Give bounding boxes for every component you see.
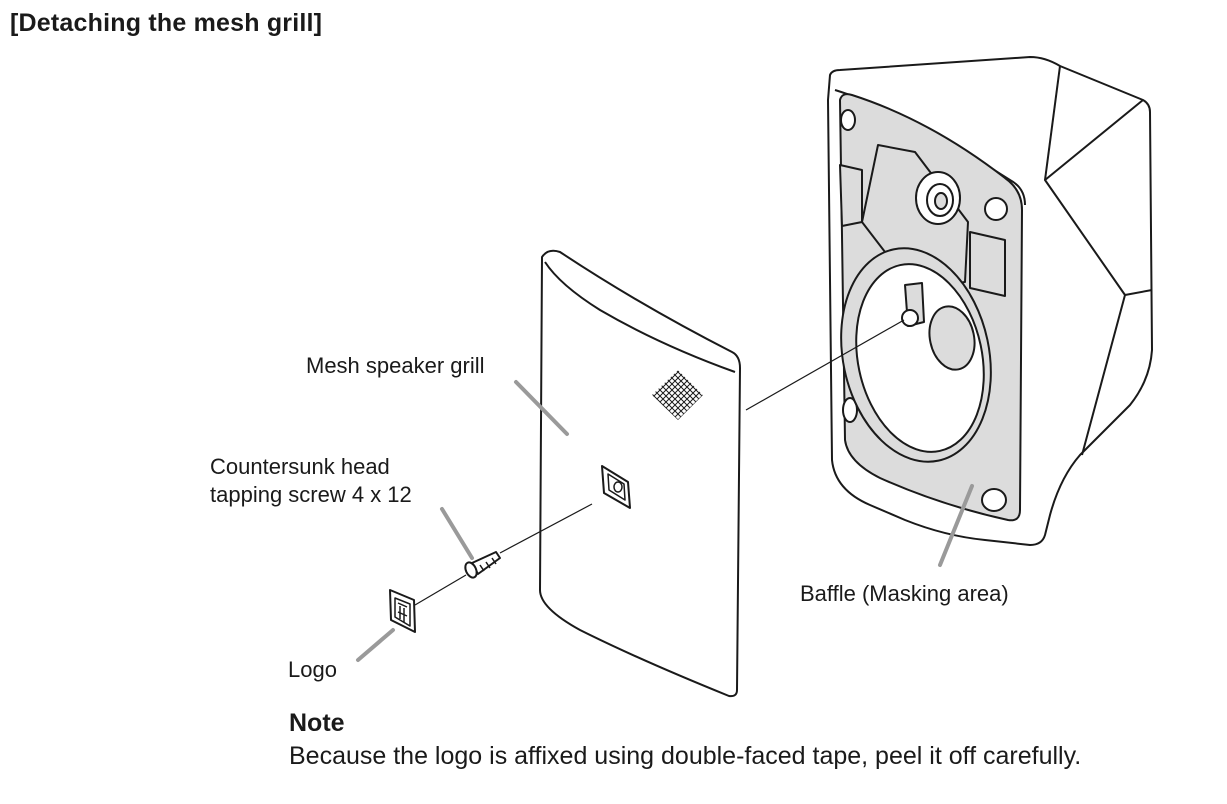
- page-title: [Detaching the mesh grill]: [10, 9, 323, 37]
- mesh-grill-label: Mesh speaker grill: [306, 353, 485, 378]
- screw-label: Countersunk head tapping screw 4 x 12: [210, 453, 412, 509]
- logo-badge: [389, 589, 416, 633]
- woofer: [840, 247, 992, 463]
- logo-label: Logo: [288, 657, 337, 682]
- tapping-screw: [464, 551, 501, 579]
- baffle-label: Baffle (Masking area): [800, 581, 1009, 606]
- note-heading: Note: [289, 709, 345, 737]
- screw-label-line2: tapping screw 4 x 12: [210, 482, 412, 507]
- note-text: Because the logo is affixed using double…: [289, 742, 1082, 770]
- assembly-lines: [414, 319, 905, 606]
- mesh-grill: [539, 249, 741, 698]
- screw-label-line1: Countersunk head: [210, 454, 390, 479]
- leader-lines: [356, 380, 974, 662]
